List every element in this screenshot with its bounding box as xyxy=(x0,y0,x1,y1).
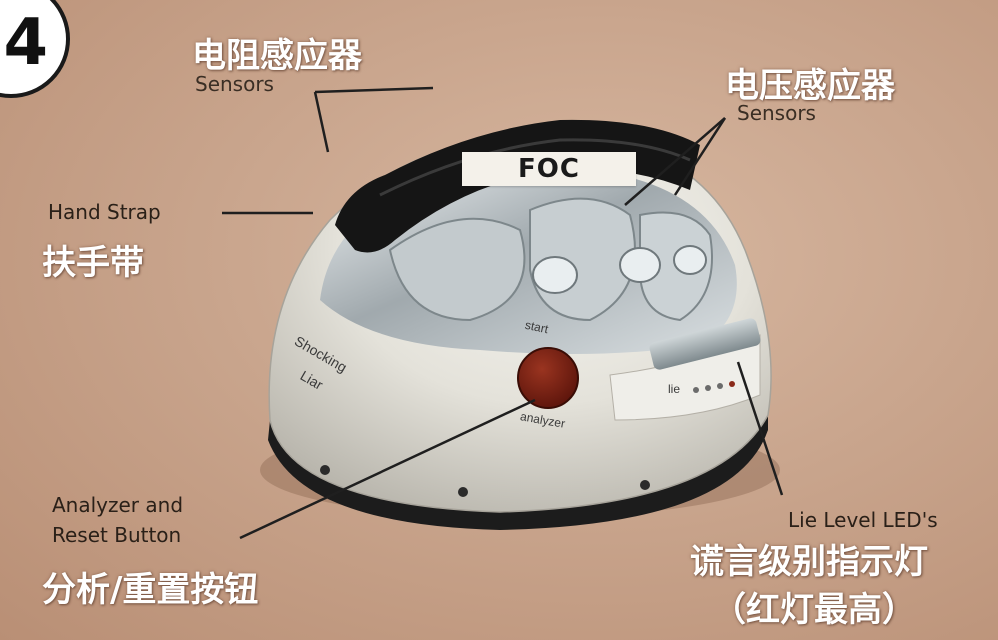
lie-level-label-cn-line1: 谎言级别指示灯 xyxy=(690,542,928,582)
leader-lie-level xyxy=(736,361,784,496)
led-4 xyxy=(729,381,735,387)
led-3 xyxy=(717,383,723,389)
step-number: 4 xyxy=(3,6,48,80)
led-2 xyxy=(705,385,711,391)
lie-level-label-cn-line2: （红灯最高） xyxy=(712,590,916,630)
resistance-sensors-label-cn: 电阻感应器 xyxy=(192,36,362,76)
screw-3 xyxy=(640,480,650,490)
led-1 xyxy=(693,387,699,393)
finger-groove-1 xyxy=(388,217,526,322)
leader-resistance-diag xyxy=(313,91,330,153)
voltage-sensors-label-en: Sensors xyxy=(737,101,816,125)
leader-voltage-2 xyxy=(673,117,727,196)
hand-strap-label-en: Hand Strap xyxy=(48,200,161,224)
screw-1 xyxy=(320,465,330,475)
analyzer-button xyxy=(517,347,579,409)
sensor-pad-2 xyxy=(619,247,661,283)
sensor-pad-1 xyxy=(532,256,578,294)
leader-voltage-1 xyxy=(624,117,726,206)
analyzer-label-cn: 分析/重置按钮 xyxy=(42,570,259,610)
leader-resistance-top xyxy=(314,86,434,94)
analyzer-label-en-line2: Reset Button xyxy=(52,523,182,547)
hand-strap-label-cn: 扶手带 xyxy=(42,243,144,283)
sensor-pad-3 xyxy=(673,245,707,275)
device-lie-marking: lie xyxy=(668,382,681,396)
lie-level-label-en: Lie Level LED's xyxy=(788,508,938,532)
voltage-sensors-label-cn: 电压感应器 xyxy=(725,66,895,106)
led-strip xyxy=(649,318,761,370)
analyzer-label-en-line1: Analyzer and xyxy=(52,493,184,517)
strap-highlight xyxy=(379,138,691,197)
brand-label-box: FOC xyxy=(462,152,636,186)
leader-analyzer xyxy=(239,398,536,540)
screw-2 xyxy=(458,487,468,497)
resistance-sensors-label-en: Sensors xyxy=(195,72,274,96)
brand-label: FOC xyxy=(518,154,580,184)
